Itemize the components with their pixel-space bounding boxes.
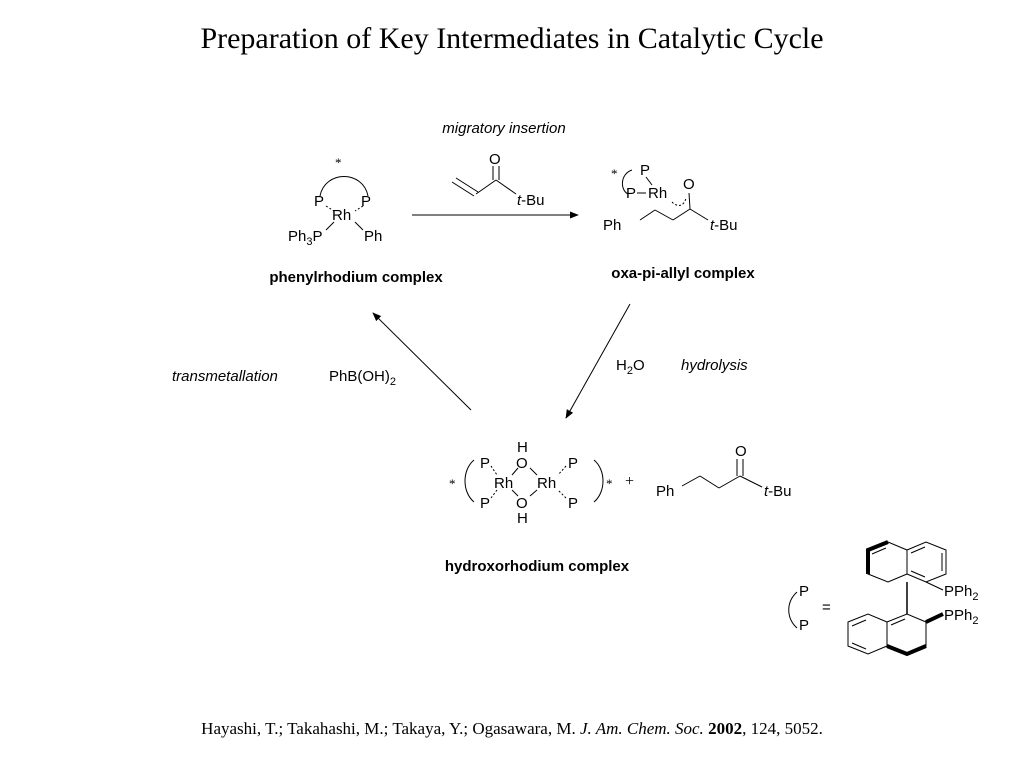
step-hydrolysis: hydrolysis [681, 357, 748, 374]
phosphorus-top-left: P [480, 455, 490, 472]
boronic-acid-reagent: PhB(OH)2 [329, 368, 396, 388]
binaphthyl-drawing [847, 540, 947, 657]
phosphorus-right: P [361, 193, 371, 210]
water-reagent: H2O [616, 357, 645, 377]
oxa-allyl-label: oxa-pi-allyl complex [611, 265, 755, 282]
oxygen-bottom: O [516, 495, 528, 512]
t-butyl-group: t-Bu [764, 483, 792, 500]
phenyl-group: Ph [603, 217, 621, 234]
phenyl-group: Ph [656, 483, 674, 500]
hydrolysis-arrow [565, 303, 631, 419]
binap-legend: P P = PPh2 PPh2 [788, 540, 978, 657]
enone-structure [451, 166, 517, 197]
legend-phosphorus-bottom: P [799, 617, 809, 634]
citation-journal: J. Am. Chem. Soc. [579, 719, 704, 738]
phenylrhodium-structure: * P P Rh Ph3P Ph [288, 155, 382, 248]
phosphorus-top-right: P [568, 455, 578, 472]
chiral-star: * [611, 166, 618, 181]
rhodium-center: Rh [648, 185, 667, 202]
citation-volume-pages: , 124, 5052. [742, 719, 823, 738]
phenyl-group: Ph [364, 228, 382, 245]
phosphorus-left: P [626, 185, 636, 202]
hydrogen-top: H [517, 439, 528, 456]
step-transmetallation: transmetallation [172, 368, 278, 385]
citation-year: 2002 [708, 719, 743, 738]
oxygen-top: O [516, 455, 528, 472]
oxygen: O [735, 443, 747, 460]
t-butyl-group: t-Bu [710, 217, 738, 234]
equals-sign: = [822, 599, 831, 616]
hydroxorhodium-structure: * P P Rh Rh H O O H P P * + [449, 439, 634, 527]
legend-phosphorus-top: P [799, 583, 809, 600]
rhodium-right: Rh [537, 475, 556, 492]
triphenylphosphine: Ph3P [288, 228, 323, 248]
step-migratory-insertion: migratory insertion [442, 120, 565, 137]
rhodium-left: Rh [494, 475, 513, 492]
phenylrhodium-label: phenylrhodium complex [269, 269, 443, 286]
phosphorus-top: P [640, 162, 650, 179]
rhodium-center: Rh [332, 207, 351, 224]
pph2-top: PPh2 [944, 583, 978, 603]
enone-oxygen: O [489, 151, 501, 168]
hydroxorhodium-label: hydroxorhodium complex [445, 558, 630, 575]
oxygen: O [683, 176, 695, 193]
chiral-star-right: * [606, 476, 613, 491]
phosphorus-bottom-left: P [480, 495, 490, 512]
phosphorus-left: P [314, 193, 324, 210]
chiral-star-left: * [449, 476, 456, 491]
pph2-bottom: PPh2 [944, 607, 978, 627]
hydrogen-bottom: H [517, 510, 528, 527]
chiral-star: * [335, 155, 342, 170]
citation: Hayashi, T.; Takahashi, M.; Takaya, Y.; … [0, 719, 1024, 739]
ketone-product-structure: O Ph t-Bu [656, 443, 792, 500]
citation-authors: Hayashi, T.; Takahashi, M.; Takaya, Y.; … [201, 719, 580, 738]
oxa-allyl-structure: * P P Rh O Ph t-Bu [603, 162, 738, 234]
phosphorus-bottom-right: P [568, 495, 578, 512]
page-title: Preparation of Key Intermediates in Cata… [200, 22, 824, 55]
enone-t-bu: t-Bu [517, 192, 545, 209]
transmetallation-arrow [372, 312, 472, 411]
plus-sign: + [625, 473, 634, 490]
